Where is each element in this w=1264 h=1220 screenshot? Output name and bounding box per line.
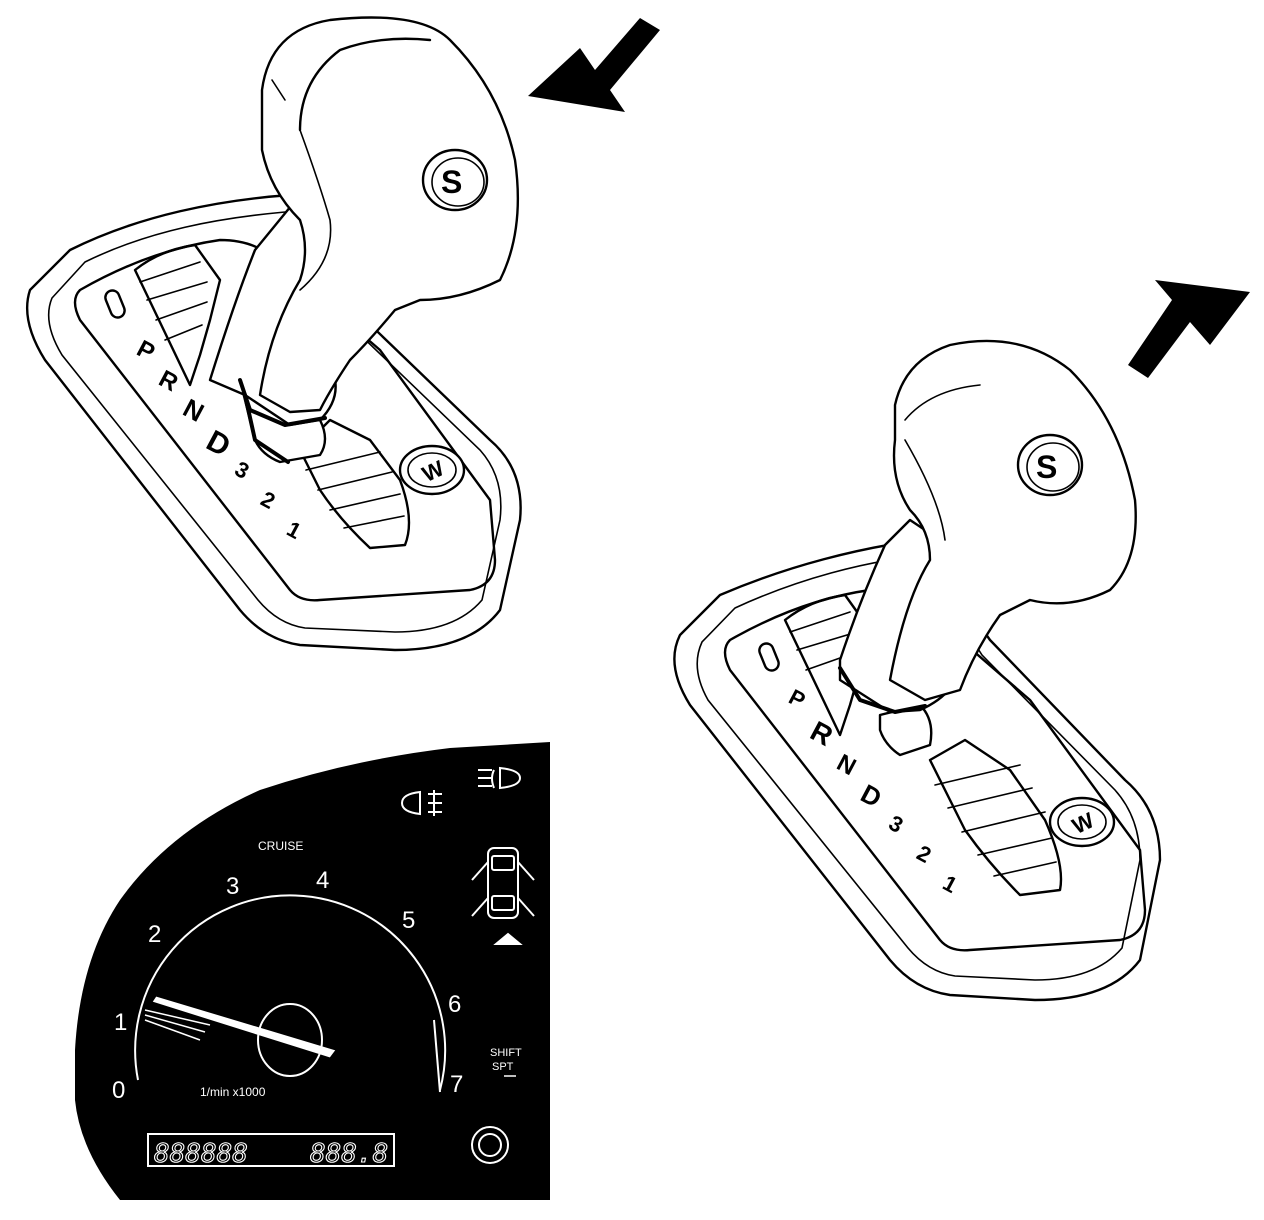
lever-knob[interactable] — [258, 16, 520, 414]
tachometer-needle — [151, 995, 337, 1059]
tach-number-3: 3 — [226, 873, 239, 900]
mode-button-w[interactable]: W — [398, 444, 466, 496]
door-open-icon — [471, 847, 535, 945]
trip-reset-button-icon[interactable] — [471, 1126, 509, 1164]
lever-knob-right[interactable] — [888, 339, 1137, 702]
position-indicator-light — [104, 289, 126, 319]
sport-button-s[interactable]: S — [421, 148, 489, 212]
lever-boot-right — [878, 703, 933, 757]
mode-button-w-right[interactable]: W — [1048, 796, 1116, 848]
cluster-background — [75, 742, 550, 1200]
tach-number-5: 5 — [402, 907, 415, 934]
tach-number-7: 7 — [450, 1071, 463, 1098]
tach-number-0: 0 — [112, 1077, 125, 1104]
arrow-pointing-down-left-icon — [528, 18, 660, 112]
sport-button-s-right-label: S — [1036, 449, 1057, 485]
shifter-top: P R N D 3 2 1 W S — [26, 16, 522, 652]
trip-value: 888.8 — [310, 1139, 388, 1169]
tach-number-6: 6 — [448, 991, 461, 1018]
tach-number-2: 2 — [148, 921, 161, 948]
odometer-display: 888888 888.8 — [147, 1133, 395, 1170]
gate-slot — [133, 243, 411, 550]
odometer-value: 888888 — [154, 1139, 248, 1169]
tach-number-1: 1 — [114, 1009, 127, 1036]
instrument-cluster: 0 1 2 3 4 5 6 7 CRUISE 1/min x1000 88888… — [75, 742, 550, 1200]
needle-hub — [257, 1003, 323, 1077]
front-fog-light-icon — [478, 766, 522, 790]
shift-sub-label: SPT — [492, 1061, 514, 1073]
tachometer-dial — [134, 894, 447, 1091]
tach-unit-label: 1/min x1000 — [200, 1085, 266, 1099]
console-plate-right — [673, 538, 1162, 1002]
sport-button-s-label: S — [441, 164, 462, 200]
shifter-right: P R N D 3 2 1 W S — [673, 339, 1162, 1002]
arrow-pointing-up-right-icon — [1128, 280, 1250, 378]
sport-button-s-right[interactable]: S — [1016, 433, 1084, 497]
rear-fog-light-icon — [400, 790, 442, 816]
shift-label: SHIFT — [490, 1047, 522, 1059]
position-indicator-light-right — [758, 642, 780, 672]
tach-number-4: 4 — [316, 867, 329, 894]
cruise-label: CRUISE — [258, 839, 303, 853]
